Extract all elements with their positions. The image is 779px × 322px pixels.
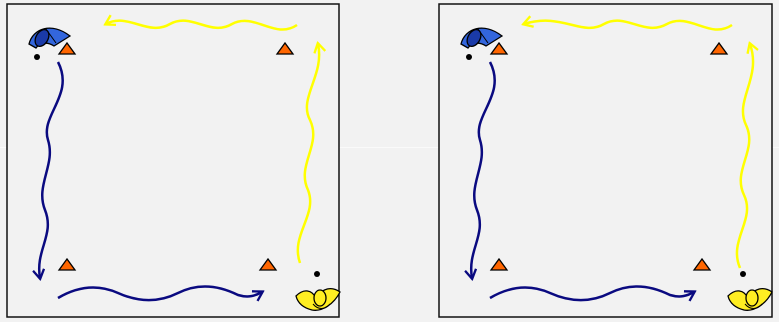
cone-top-right: [709, 41, 729, 55]
cone-top-left: [489, 41, 509, 55]
ball-dot-icon: [740, 271, 746, 277]
cone-bottom-right: [692, 257, 712, 271]
cone-bottom-right: [258, 257, 278, 271]
cone-top-right: [275, 41, 295, 55]
blue-path-bottom: [489, 285, 694, 300]
drill-diagram-right: [432, 0, 779, 322]
drill-diagram-left: [0, 0, 345, 322]
yellow-path-top: [524, 21, 733, 31]
ball-dot-icon: [34, 54, 40, 60]
yellow-path-top: [106, 21, 298, 31]
yellow-player-figure-icon: [727, 287, 773, 311]
drill-svg-right: [438, 3, 773, 318]
blue-player-figure-icon: [460, 27, 504, 49]
blue-path: [471, 61, 496, 278]
yellow-player-figure-icon: [295, 287, 341, 311]
cone-bottom-left: [489, 257, 509, 271]
drill-svg-left: [6, 3, 341, 318]
yellow-path: [296, 44, 319, 264]
cone-bottom-left: [57, 257, 77, 271]
cone-top-left: [57, 41, 77, 55]
blue-path-bottom: [57, 285, 262, 300]
blue-player-figure-icon: [28, 27, 72, 49]
blue-path: [39, 61, 64, 278]
ball-dot-icon: [466, 54, 472, 60]
background-divider-line: [0, 147, 779, 148]
ball-dot-icon: [314, 271, 320, 277]
yellow-path: [735, 44, 753, 269]
